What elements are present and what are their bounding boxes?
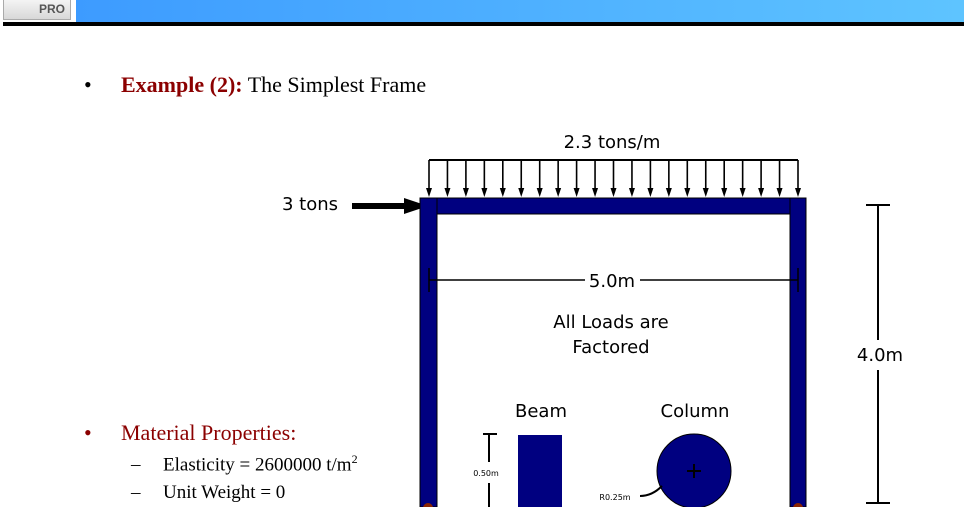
span-dimension <box>428 268 799 292</box>
load-arrowhead <box>481 188 488 197</box>
load-arrowhead <box>647 188 654 197</box>
load-arrowhead <box>518 188 525 197</box>
load-arrowhead <box>592 188 599 197</box>
note-line2: Factored <box>572 337 649 358</box>
load-arrowhead <box>444 188 451 197</box>
logo-text: PRO <box>38 2 65 16</box>
distributed-load-label: 2.3 tons/m <box>564 132 661 153</box>
property-unit-weight: –Unit Weight = 0 <box>131 482 286 503</box>
left-support <box>423 503 433 507</box>
distributed-load <box>426 159 801 197</box>
example-heading: Example (2): The Simplest Frame <box>121 72 427 97</box>
load-arrowhead <box>721 188 728 197</box>
load-arrowhead <box>758 188 765 197</box>
right-column <box>789 197 807 507</box>
point-load-label: 3 tons <box>282 194 338 215</box>
load-arrowhead <box>684 188 691 197</box>
load-arrowhead <box>795 188 801 197</box>
load-arrowhead <box>536 188 543 197</box>
bullet: • <box>84 72 92 97</box>
header-divider <box>3 22 964 26</box>
load-arrowhead <box>610 188 617 197</box>
load-arrowhead <box>739 188 746 197</box>
height-label: 4.0m <box>857 345 903 366</box>
right-support <box>793 503 803 507</box>
beam-depth-dimension <box>483 433 497 507</box>
column-radius-label: R0.25m <box>599 493 630 502</box>
load-arrowhead <box>702 188 709 197</box>
span-label: 5.0m <box>589 271 635 292</box>
beam-label: Beam <box>515 401 567 422</box>
property-elasticity: –Elasticity = 2600000 t/m2 <box>131 452 358 476</box>
column-center-mark <box>687 464 701 478</box>
load-arrowhead <box>573 188 580 197</box>
logo: PRO <box>3 0 71 20</box>
column-label: Column <box>661 401 730 422</box>
point-load-arrow <box>352 198 428 214</box>
load-arrowhead <box>499 188 506 197</box>
load-arrowhead <box>628 188 635 197</box>
height-dimension <box>866 204 890 504</box>
slide-title-bar <box>76 0 964 22</box>
note-line1: All Loads are <box>553 312 668 333</box>
bullet: • <box>84 420 92 445</box>
beam-depth-label: 0.50m <box>473 469 499 478</box>
left-column <box>419 197 438 507</box>
radius-leader <box>639 485 663 497</box>
load-arrowhead <box>665 188 672 197</box>
beam-member <box>419 197 807 215</box>
beam-section <box>518 435 562 507</box>
material-heading: Material Properties: <box>121 420 297 445</box>
load-arrowhead <box>555 188 562 197</box>
load-arrowhead <box>776 188 783 197</box>
frame <box>419 197 807 507</box>
load-arrowhead <box>426 188 432 197</box>
load-arrowhead <box>462 188 469 197</box>
